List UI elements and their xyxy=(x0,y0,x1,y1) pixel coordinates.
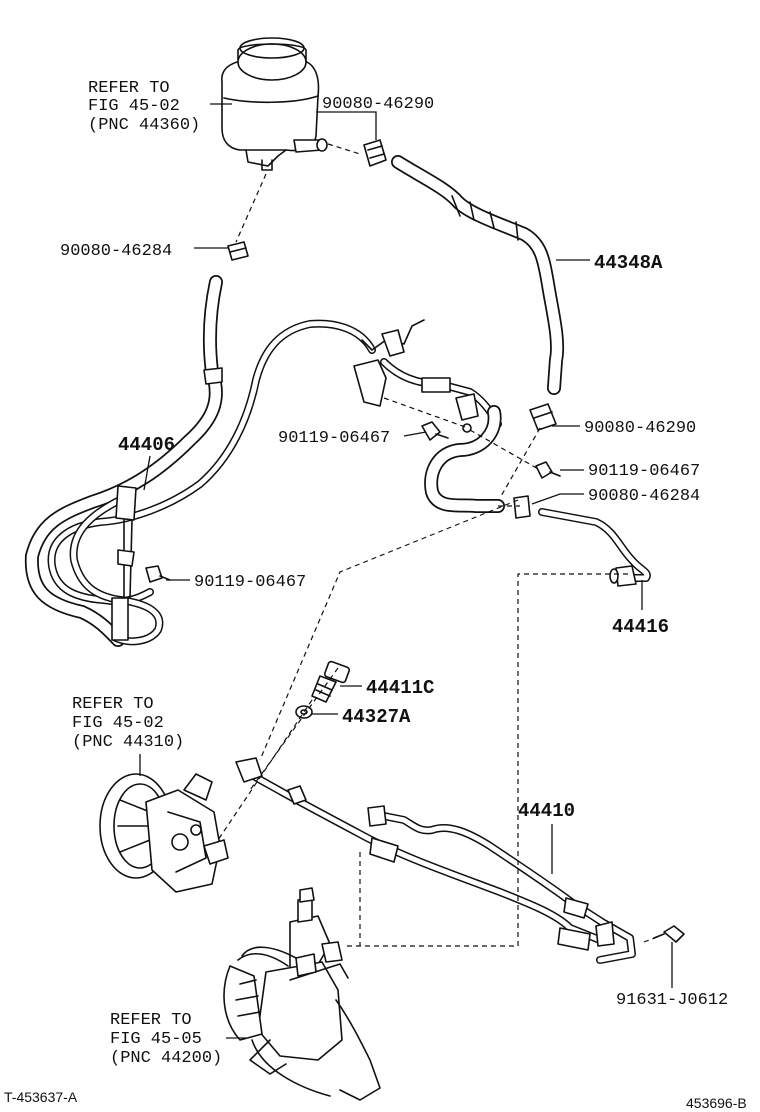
hose-clip-mid[interactable] xyxy=(529,403,557,431)
bolt-mid[interactable] xyxy=(535,461,561,479)
footer-left-code: T-453637-A xyxy=(4,1089,78,1105)
return-tube-44416[interactable] xyxy=(538,508,651,587)
part-label-clip-mid2[interactable]: 90080-46284 xyxy=(588,487,700,506)
ref-pump-line3: (PNC 44310) xyxy=(72,733,184,752)
part-label-hose-suction[interactable]: 44406 xyxy=(118,434,175,456)
part-label-bolt-mid[interactable]: 90119-06467 xyxy=(588,462,700,481)
part-label-clip-top[interactable]: 90080-46290 xyxy=(322,95,434,114)
ref-pump-line2: FIG 45-02 xyxy=(72,714,164,733)
hose-loop-middle[interactable] xyxy=(424,405,505,513)
ref-gear-label: REFER TO FIG 45-05 (PNC 44200) xyxy=(110,1011,222,1068)
ref-gear-line3: (PNC 44200) xyxy=(110,1049,222,1068)
hose-clip-top[interactable] xyxy=(363,139,387,167)
ref-reservoir-line2: FIG 45-02 xyxy=(88,97,180,116)
gasket-44327a[interactable] xyxy=(295,705,313,719)
hose-clip-left[interactable] xyxy=(227,241,249,261)
part-label-clip-mid[interactable]: 90080-46290 xyxy=(584,419,696,438)
bolt-left[interactable] xyxy=(145,565,171,583)
ref-pump-line1: REFER TO xyxy=(72,695,154,714)
leader-lines xyxy=(139,103,673,1039)
hose-clip-mid2[interactable] xyxy=(513,495,531,519)
ref-reservoir-line1: REFER TO xyxy=(88,79,170,98)
part-label-clip-left[interactable]: 90080-46284 xyxy=(60,242,172,261)
ref-reservoir-line3: (PNC 44360) xyxy=(88,116,200,135)
reservoir-tank xyxy=(221,37,328,171)
bolt-upper[interactable] xyxy=(421,421,449,441)
ref-pump-label: REFER TO FIG 45-02 (PNC 44310) xyxy=(72,695,184,752)
part-label-tube-return[interactable]: 44416 xyxy=(612,616,669,638)
ref-gear-line2: FIG 45-05 xyxy=(110,1030,202,1049)
return-hose-44348a[interactable] xyxy=(391,155,565,395)
steering-gear-housing xyxy=(223,887,381,1101)
pressure-tube-44410[interactable] xyxy=(235,757,636,964)
hose-bracket-upper xyxy=(353,319,502,433)
part-label-bolt-left[interactable]: 90119-06467 xyxy=(194,573,306,592)
ref-reservoir-label: REFER TO FIG 45-02 (PNC 44360) xyxy=(88,79,200,135)
union-bolt-44411c[interactable] xyxy=(311,660,351,703)
part-label-hose-return[interactable]: 44348A xyxy=(594,252,663,274)
ref-gear-line1: REFER TO xyxy=(110,1011,192,1030)
part-label-union-bolt[interactable]: 44411C xyxy=(366,677,434,699)
part-label-gasket[interactable]: 44327A xyxy=(342,706,411,728)
footer-right-code: 453696-B xyxy=(686,1095,747,1111)
bolt-bottom[interactable] xyxy=(653,925,685,943)
part-label-bolt-upper[interactable]: 90119-06467 xyxy=(278,429,390,448)
hose-assembly-44406[interactable] xyxy=(24,275,376,647)
power-steering-pump xyxy=(99,773,229,893)
part-label-pressure-tube[interactable]: 44410 xyxy=(518,800,575,822)
part-label-bolt-bottom[interactable]: 91631-J0612 xyxy=(616,991,728,1010)
dashed-connectors xyxy=(217,143,661,947)
